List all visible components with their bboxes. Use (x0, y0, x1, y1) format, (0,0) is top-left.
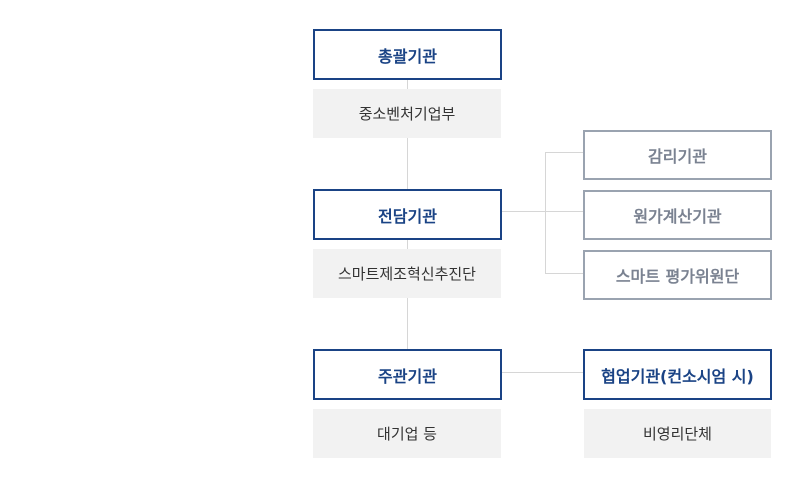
branch-vertical-line (545, 152, 546, 274)
cooperation-connector-line (501, 372, 584, 373)
dedicated-agency-member: 스마트제조혁신추진단 (313, 249, 501, 298)
evaluation-connector-line (545, 273, 584, 274)
dedicated-branch-line (501, 211, 584, 212)
cooperation-agency-box: 협업기관(컨소시엄 시) (583, 349, 772, 400)
general-agency-member: 중소벤처기업부 (313, 89, 501, 138)
supervising-agency-box: 주관기관 (313, 349, 502, 400)
audit-agency-box: 감리기관 (583, 130, 772, 180)
general-agency-box: 총괄기관 (313, 29, 502, 80)
audit-connector-line (545, 152, 584, 153)
dedicated-agency-box: 전담기관 (313, 189, 502, 240)
supervising-agency-member: 대기업 등 (313, 409, 501, 458)
cost-agency-box: 원가계산기관 (583, 190, 772, 240)
evaluation-committee-box: 스마트 평가위원단 (583, 250, 772, 300)
cooperation-agency-member: 비영리단체 (584, 409, 771, 458)
